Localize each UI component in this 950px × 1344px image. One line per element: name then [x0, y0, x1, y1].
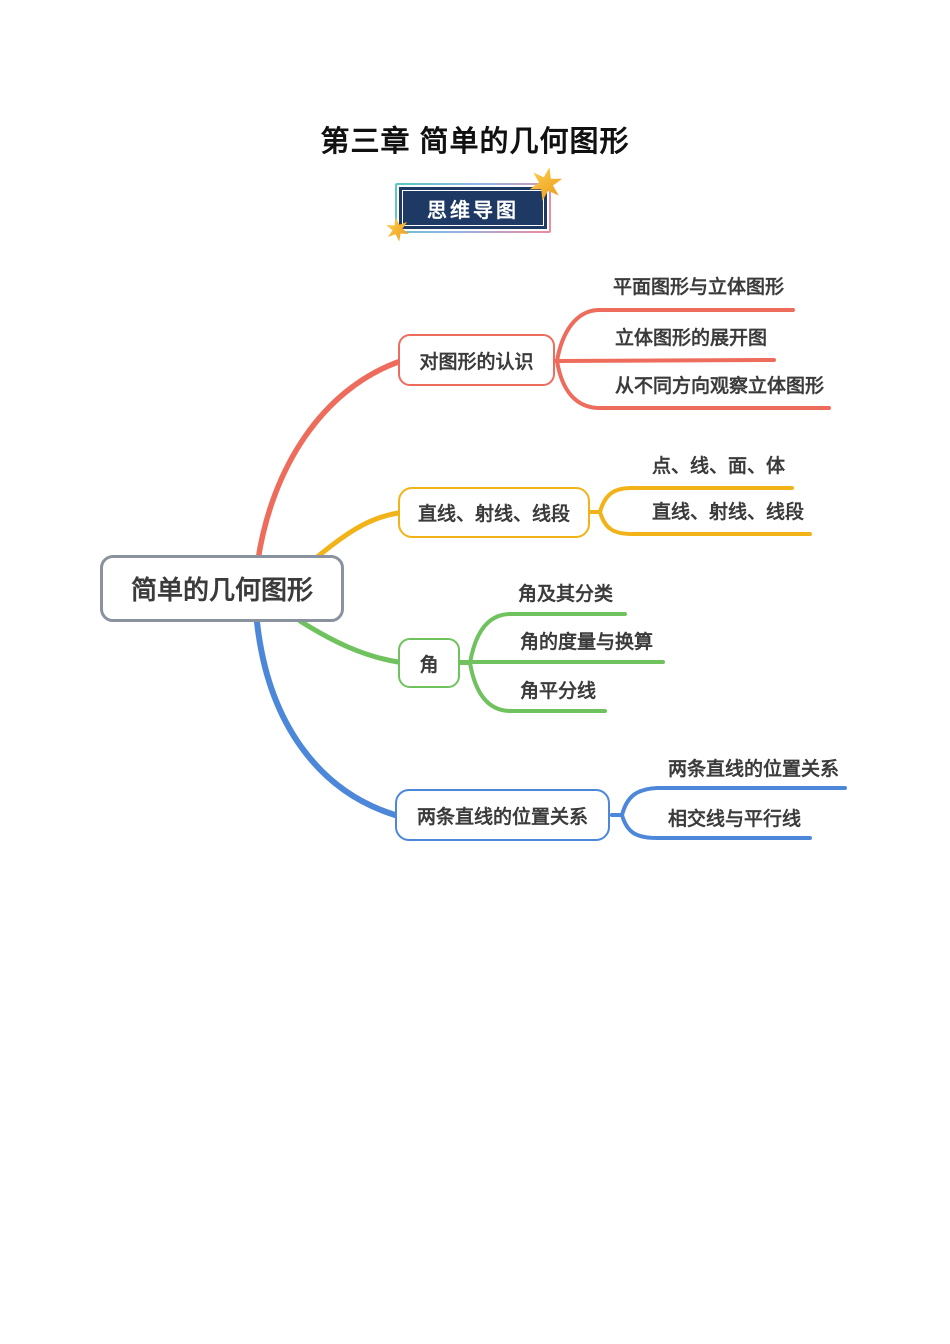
- star-icon: [529, 167, 563, 201]
- underline-observe: [555, 359, 831, 410]
- branch-blue-lines: [254, 619, 847, 840]
- leaf-label: 相交线与平行线: [668, 809, 802, 830]
- badge-panel: 思维导图: [399, 187, 547, 229]
- leaf-label: 平面图形与立体图形: [613, 277, 785, 298]
- leaf-label: 角及其分类: [518, 584, 614, 605]
- branch-green-lines: [297, 612, 665, 713]
- branch-amber-lines: [313, 486, 812, 561]
- underline-plane-solid: [555, 308, 795, 363]
- leaf-label: 角平分线: [520, 681, 597, 702]
- leaf-label: 角的度量与换算: [520, 632, 654, 653]
- underline-intersect-parallel: [610, 813, 812, 840]
- leaf-label: 从不同方向观察立体图形: [615, 376, 825, 397]
- branch-node-relation: 两条直线的位置关系: [395, 789, 610, 841]
- curve-root-to-relation: [254, 619, 398, 818]
- curve-root-to-angle: [297, 618, 401, 665]
- leaf-label: 两条直线的位置关系: [668, 759, 840, 780]
- leaf-label: 点、线、面、体: [652, 456, 786, 477]
- underline-angle-bisector: [457, 661, 607, 713]
- curve-root-to-lines: [313, 510, 401, 561]
- leaf-label: 直线、射线、线段: [652, 502, 805, 523]
- curve-root-to-recognition: [255, 359, 401, 563]
- page-title: 第三章 简单的几何图形: [320, 126, 630, 158]
- mindmap-badge: 思维导图: [395, 183, 551, 233]
- badge-white-frame: 思维导图: [397, 185, 549, 231]
- badge-label: 思维导图: [427, 199, 519, 222]
- branch-node-angle: 角: [398, 638, 460, 688]
- branch-node-recognition: 对图形的认识: [398, 334, 555, 386]
- branch-red-lines: [255, 308, 831, 563]
- underline-line-ray-seg: [588, 510, 812, 536]
- star-icon: [386, 217, 409, 242]
- underline-unfold: [553, 358, 776, 363]
- root-node: 简单的几何图形: [100, 555, 344, 622]
- leaf-label: 立体图形的展开图: [615, 328, 768, 349]
- branch-node-lines: 直线、射线、线段: [398, 487, 590, 538]
